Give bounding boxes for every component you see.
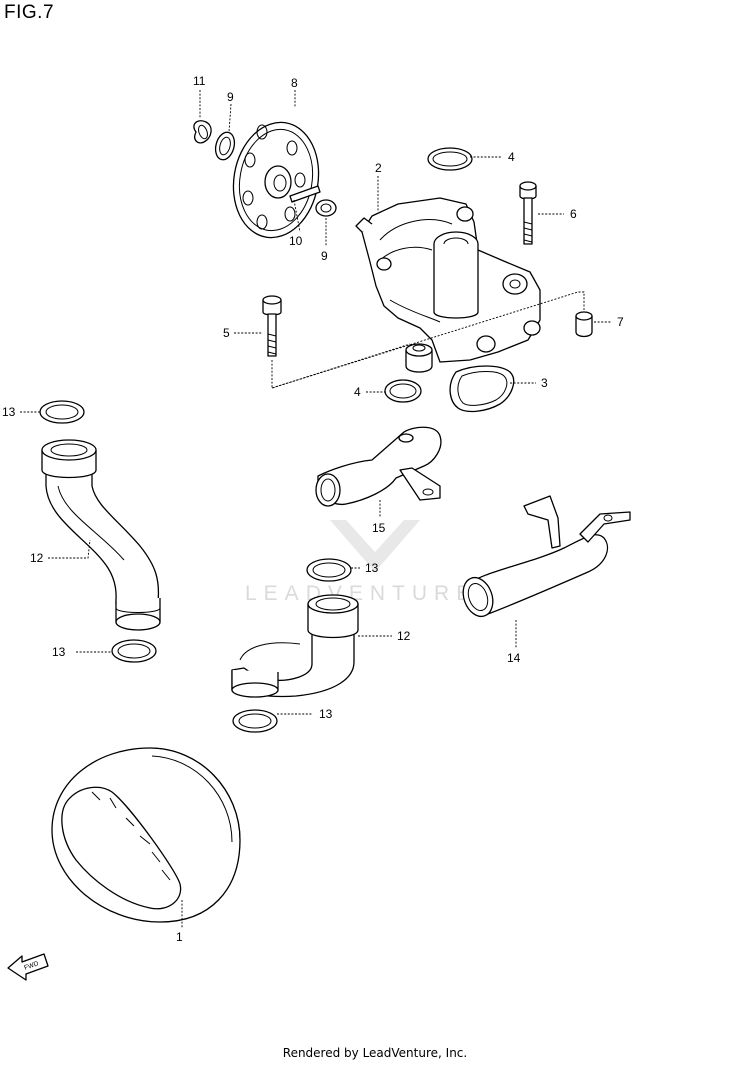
part-4-oring-upper[interactable] (427, 147, 473, 171)
part-14-pipe[interactable] (458, 495, 631, 621)
part-10-pin[interactable] (289, 185, 321, 203)
callout-14: 14 (507, 651, 521, 665)
part-13-oring-d[interactable] (232, 709, 278, 733)
callout-8: 8 (291, 76, 298, 90)
callout-12-middle: 12 (397, 629, 411, 643)
part-8-pump-gear[interactable] (225, 116, 328, 245)
fwd-arrow-icon: FWD (7, 953, 49, 981)
callout-13-c: 13 (365, 561, 379, 575)
part-12-pipe-left[interactable] (41, 439, 161, 631)
watermark-text: LEADVENTURE (245, 582, 477, 605)
part-13-oring-b[interactable] (111, 639, 157, 663)
callout-13-b: 13 (52, 645, 66, 659)
part-12-pipe-middle[interactable] (231, 594, 359, 698)
alignment-lines (271, 291, 585, 389)
callout-13-a: 13 (2, 405, 16, 419)
leader-lines (20, 90, 612, 928)
callout-7: 7 (617, 315, 624, 329)
part-2-oil-pump[interactable] (355, 197, 541, 373)
callout-9-lower: 9 (321, 249, 328, 263)
footer-credit: Rendered by LeadVenture, Inc. (282, 1046, 468, 1060)
callouts: 11 9 8 2 4 6 5 10 9 7 4 3 13 12 13 13 12… (2, 74, 624, 944)
part-6-bolt[interactable] (519, 181, 537, 245)
callout-4-lower: 4 (354, 385, 361, 399)
callout-4-upper: 4 (508, 150, 515, 164)
callout-15: 15 (372, 521, 386, 535)
part-4-oring-lower[interactable] (384, 379, 422, 403)
part-13-oring-a[interactable] (39, 400, 85, 424)
callout-6: 6 (570, 207, 577, 221)
part-1-oil-filter[interactable] (51, 747, 241, 923)
part-11-circlip[interactable] (193, 120, 212, 144)
part-15-pipe[interactable] (315, 426, 442, 507)
part-9-washer-lower[interactable] (315, 199, 337, 217)
callout-12-left: 12 (30, 551, 44, 565)
callout-9-upper: 9 (227, 90, 234, 104)
callout-1: 1 (176, 930, 183, 944)
callout-3: 3 (541, 376, 548, 390)
callout-10: 10 (289, 234, 303, 248)
callout-13-d: 13 (319, 707, 333, 721)
callout-5: 5 (223, 326, 230, 340)
callout-2: 2 (375, 161, 382, 175)
part-9-washer-upper[interactable] (213, 130, 238, 162)
watermark: LEADVENTURE (245, 520, 477, 605)
figure-title: FIG.7 (4, 2, 55, 23)
part-3-gasket[interactable] (449, 365, 515, 413)
callout-11: 11 (193, 74, 206, 88)
fwd-label: FWD (23, 960, 40, 972)
part-7-dowel[interactable] (575, 311, 593, 338)
part-5-bolt[interactable] (262, 295, 282, 357)
part-13-oring-c[interactable] (306, 558, 352, 582)
